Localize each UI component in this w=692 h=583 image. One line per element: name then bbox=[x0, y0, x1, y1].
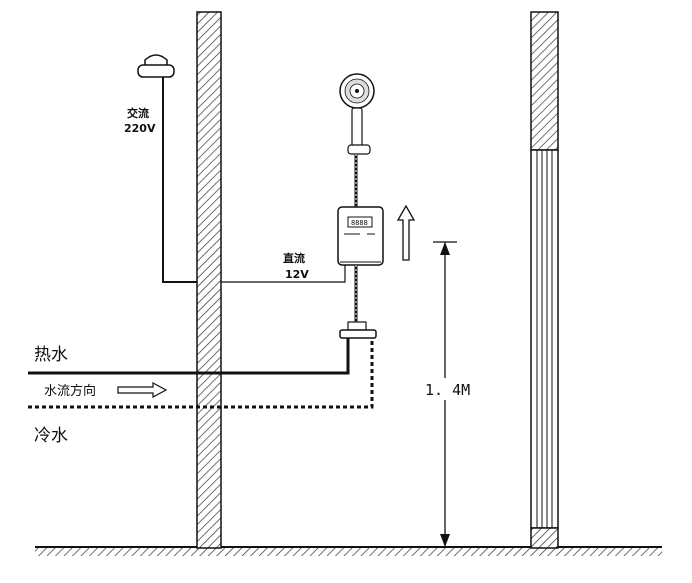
height-label: 1. 4M bbox=[425, 381, 470, 399]
flow-direction-label: 水流方向 bbox=[44, 383, 96, 399]
mixing-valve bbox=[339, 321, 377, 339]
cold-water-pipe bbox=[28, 338, 374, 409]
ac-voltage-label: 220V bbox=[124, 122, 156, 135]
dc-voltage-label: 12V bbox=[285, 268, 309, 281]
right-wall bbox=[530, 11, 559, 549]
ac-label: 交流 bbox=[127, 106, 149, 120]
dc-wire bbox=[221, 262, 346, 283]
hot-water-pipe bbox=[28, 338, 350, 375]
dc-label: 直流 bbox=[283, 251, 305, 265]
flow-arrow-icon bbox=[117, 381, 168, 399]
shower-head-icon bbox=[339, 73, 375, 155]
left-wall bbox=[196, 11, 222, 549]
water-heater-device: 8888 bbox=[337, 206, 384, 266]
height-label-bg bbox=[423, 378, 469, 400]
ac-wire bbox=[162, 77, 197, 283]
device-screen-text: 8888 bbox=[351, 219, 368, 227]
up-arrow-icon bbox=[396, 204, 416, 261]
power-socket-icon bbox=[137, 54, 175, 78]
hot-water-label: 热水 bbox=[34, 345, 68, 365]
floor bbox=[35, 546, 662, 556]
cold-water-label: 冷水 bbox=[34, 426, 68, 446]
